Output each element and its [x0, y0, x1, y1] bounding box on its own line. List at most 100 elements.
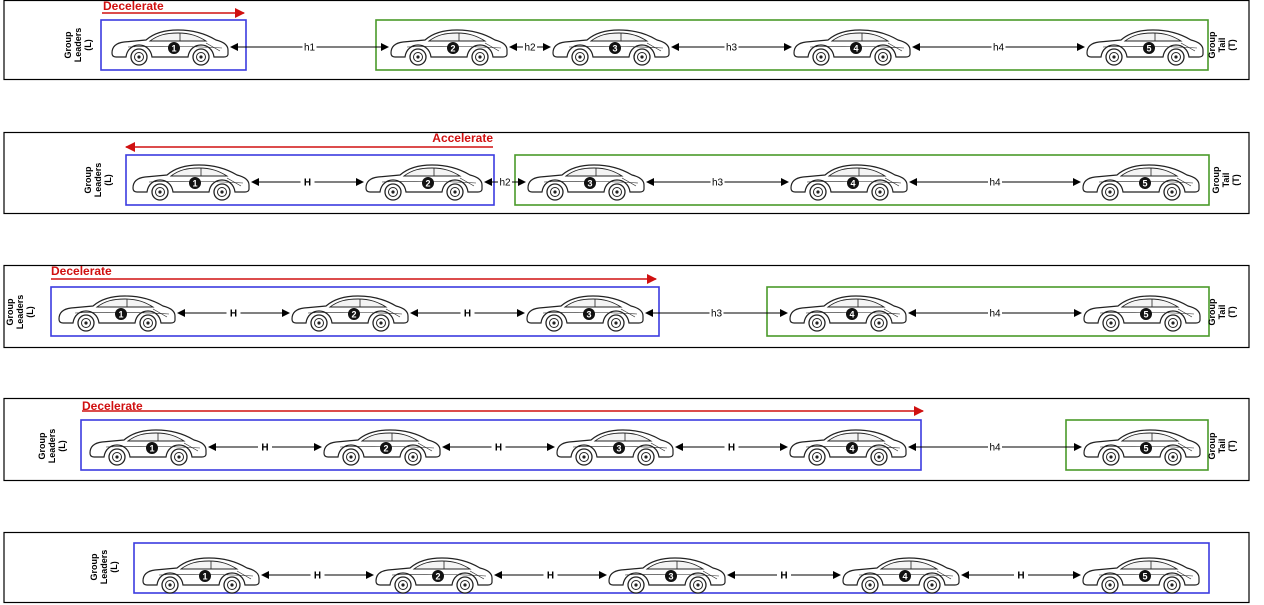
group-tail-label-line: Group — [1207, 31, 1217, 58]
car-1: 1 — [142, 557, 260, 594]
group-leaders-label-line: Leaders — [93, 163, 103, 198]
car-number: 1 — [192, 179, 197, 189]
car-number-badge — [1139, 570, 1151, 582]
action-label: Accelerate — [432, 131, 493, 145]
group-tail-label-line: Tail — [1217, 38, 1227, 53]
group-leaders-label-line: Group — [37, 432, 47, 459]
car-1: 1 — [132, 164, 250, 201]
group-tail-label-line: Group — [1207, 432, 1217, 459]
lane-1 — [3, 0, 1250, 81]
car-number-badge — [380, 442, 392, 454]
gap-label: H — [304, 178, 311, 189]
gap-label-bg — [460, 307, 475, 318]
car-number: 3 — [612, 44, 617, 54]
lane-layer — [3, 0, 1250, 604]
car-2: 2 — [390, 29, 508, 66]
gap-label-bg — [724, 41, 739, 52]
car-number: 2 — [383, 444, 388, 454]
gap-label-bg — [498, 176, 512, 187]
gap-label: h4 — [993, 43, 1005, 54]
group-tail-label-line: Group — [1207, 298, 1217, 325]
car-number-badge — [432, 570, 444, 582]
gap-label: H — [464, 309, 471, 320]
gap-label-bg — [777, 569, 791, 580]
car-3: 3 — [608, 557, 726, 594]
car-2: 2 — [323, 429, 441, 466]
car-number-badge — [584, 177, 596, 189]
car-number: 1 — [202, 572, 207, 582]
group-tail-label-line: (T) — [1227, 39, 1237, 51]
gap-label: h3 — [726, 43, 738, 54]
car-number-badge — [447, 42, 459, 54]
car-number-badge — [189, 177, 201, 189]
car-5: 5 — [1086, 29, 1204, 66]
group-tail-label-line: (T) — [1227, 440, 1237, 452]
group-tail-label-line: Tail — [1221, 173, 1231, 188]
gap-label: H — [261, 443, 268, 454]
car-number-badge — [609, 42, 621, 54]
gap-label: h3 — [711, 309, 723, 320]
gap-label-bg — [543, 569, 558, 580]
action-label: Decelerate — [82, 399, 143, 413]
group-leaders-label-line: (L) — [57, 440, 67, 452]
car-number-badge — [899, 570, 911, 582]
car-5: 5 — [1083, 295, 1201, 332]
car-number-badge — [846, 308, 858, 320]
gap-label-bg — [310, 569, 325, 580]
lane-5 — [3, 531, 1250, 604]
car-number-badge — [583, 308, 595, 320]
gap-label: H — [780, 571, 787, 582]
car-number: 4 — [849, 310, 854, 320]
car-number-badge — [1140, 442, 1152, 454]
car-4: 4 — [790, 164, 908, 201]
car-number: 5 — [1142, 179, 1147, 189]
car-2: 2 — [375, 557, 493, 594]
gap-label: H — [547, 571, 554, 582]
car-4: 4 — [789, 295, 907, 332]
gap-label: H — [728, 443, 735, 454]
car-5: 5 — [1083, 429, 1201, 466]
gap-label-bg — [226, 307, 241, 318]
car-number-badge — [1139, 177, 1151, 189]
car-number: 3 — [668, 572, 673, 582]
group-leaders-label-line: Leaders — [15, 295, 25, 330]
gap-label: h3 — [712, 178, 724, 189]
gap-label: H — [495, 443, 502, 454]
car-number-badge — [665, 570, 677, 582]
car-3: 3 — [526, 295, 644, 332]
car-number: 2 — [351, 310, 356, 320]
car-1: 1 — [58, 295, 176, 332]
car-2: 2 — [365, 164, 483, 201]
car-number: 5 — [1143, 310, 1148, 320]
group-tail-label-line: (T) — [1231, 174, 1241, 186]
car-number: 5 — [1143, 444, 1148, 454]
group-leaders-label-line: Group — [89, 553, 99, 580]
gap-label-bg — [988, 441, 1002, 452]
gap-label-bg — [988, 307, 1002, 318]
car-number-badge — [348, 308, 360, 320]
gap-label-bg — [709, 307, 724, 318]
gap-label-bg — [491, 441, 506, 452]
group-tail-label-line: Tail — [1217, 305, 1227, 320]
car-number: 3 — [587, 179, 592, 189]
car-number: 3 — [586, 310, 591, 320]
gap-label: h4 — [989, 178, 1001, 189]
car-2: 2 — [291, 295, 409, 332]
gap-label-bg — [991, 41, 1006, 52]
gap-label: H — [314, 571, 321, 582]
car-5: 5 — [1082, 557, 1200, 594]
car-1: 1 — [111, 29, 229, 66]
car-number: 1 — [171, 44, 176, 54]
car-number-badge — [168, 42, 180, 54]
